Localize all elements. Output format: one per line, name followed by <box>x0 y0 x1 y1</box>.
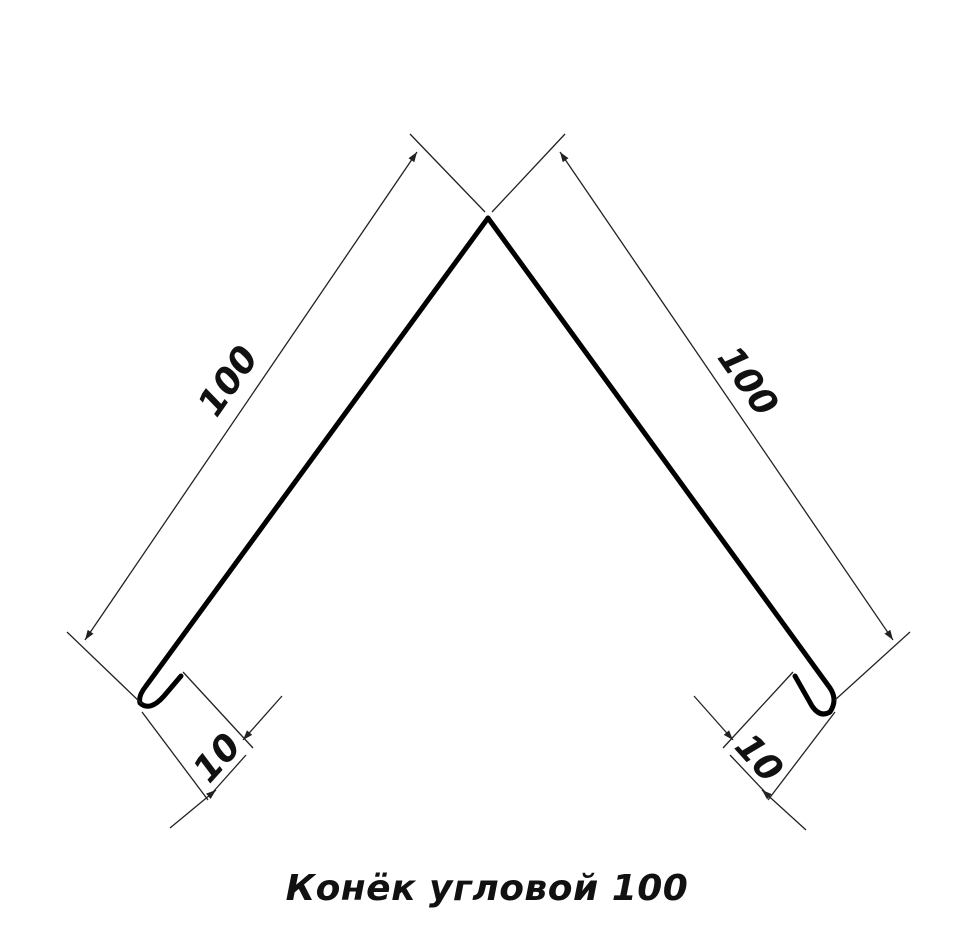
left-hem <box>137 215 491 709</box>
right-extension-top <box>491 133 566 213</box>
right-hem-dimension-line-2 <box>693 695 734 741</box>
left-extension-top <box>409 133 486 213</box>
right-10-label: 10 <box>727 726 791 791</box>
right-extension-bottom <box>834 631 911 701</box>
ridge-profile <box>137 215 837 717</box>
right-100-dimension <box>491 133 911 701</box>
left-10-label: 10 <box>185 726 249 791</box>
left-100-label: 100 <box>190 339 267 424</box>
left-extension-bottom <box>66 631 143 705</box>
right-hem-extension-1 <box>767 711 836 801</box>
right-hem-dimension-connector <box>729 754 766 793</box>
left-hem-extension-2 <box>182 671 254 749</box>
right-hem-dimension-line <box>761 789 807 831</box>
right-dimension-line <box>559 151 894 641</box>
left-hem-dimension-line <box>169 789 217 829</box>
left-dimension-line <box>84 151 418 641</box>
left-hem-dimension-line-2 <box>242 695 283 741</box>
right-slope <box>485 215 837 717</box>
right-10-dimension <box>693 671 836 831</box>
drawing-title: Конёк угловой 100 <box>285 868 689 909</box>
left-10-dimension <box>141 671 283 829</box>
ridge-profile-line <box>149 218 828 711</box>
left-hem-dimension-connector <box>212 754 247 793</box>
right-100-label: 100 <box>709 339 786 424</box>
right-hem-extension-2 <box>722 671 794 749</box>
left-hem-extension-1 <box>141 711 209 801</box>
left-100-dimension <box>66 133 486 705</box>
